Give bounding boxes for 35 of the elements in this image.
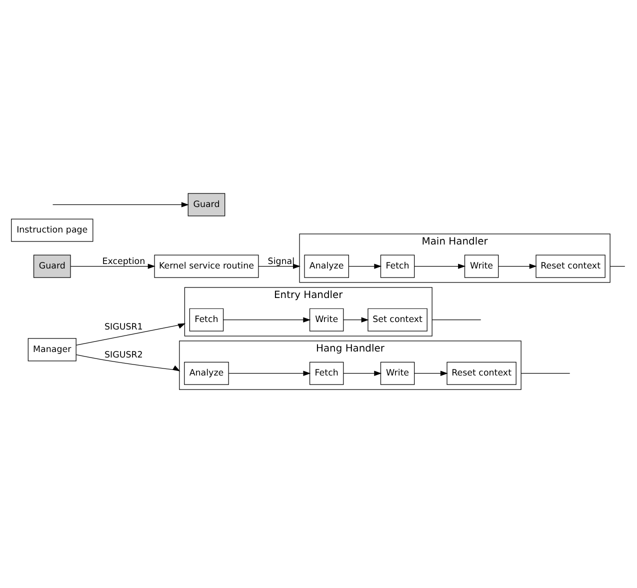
arrow	[343, 370, 382, 376]
arrow	[52, 202, 189, 208]
node-box: Fetch	[309, 362, 344, 385]
arrow	[76, 354, 180, 372]
node-box: Write	[464, 254, 499, 278]
arrow	[258, 264, 300, 269]
arrow	[228, 370, 311, 376]
node-box: Write	[309, 308, 344, 332]
arrow	[343, 317, 369, 322]
arrow	[70, 264, 156, 269]
node-box: Write	[380, 362, 415, 385]
arrow	[498, 264, 537, 269]
arrow	[414, 370, 448, 376]
node-box: Analyze	[304, 254, 349, 278]
arrow	[414, 264, 466, 269]
node-box: Analyze	[184, 362, 229, 385]
node-box: Manager	[28, 338, 76, 362]
node-box: Guard	[188, 193, 226, 216]
arrow	[348, 264, 382, 269]
arrow	[223, 317, 311, 322]
connector	[610, 266, 626, 267]
node-box: Reset context	[446, 362, 516, 385]
edge-label: SIGUSR1	[104, 322, 143, 332]
node-box: Reset context	[536, 254, 606, 278]
node-box: Fetch	[189, 308, 224, 332]
node-box: Fetch	[380, 254, 415, 278]
node-box: Kernel service routine	[154, 254, 259, 278]
node-box: Set context	[368, 308, 428, 332]
node-box: Guard	[33, 254, 71, 278]
node-box: Instruction page	[11, 218, 94, 242]
connector	[520, 373, 570, 374]
edge-label: Exception	[102, 256, 146, 267]
edge-label: Signal	[268, 256, 295, 267]
arrow	[76, 323, 186, 346]
edge-label: SIGUSR2	[104, 350, 143, 360]
